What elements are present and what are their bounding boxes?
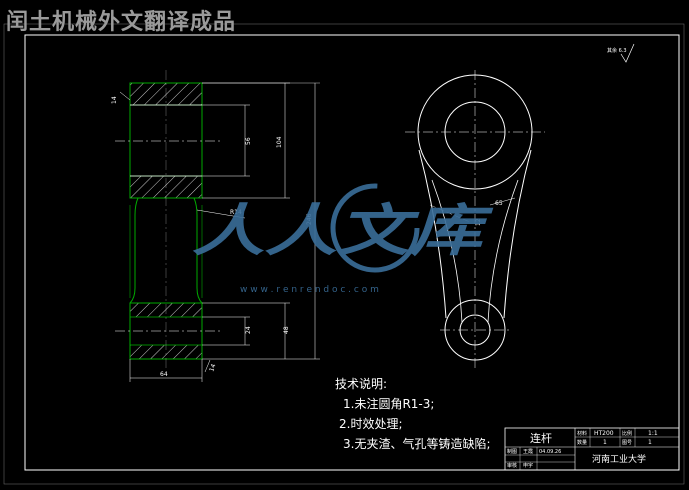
watermark: 人人文库 w w w . r e n r e n d o c . c o m — [192, 183, 494, 295]
drawing-date: 04.09.26 — [539, 449, 561, 455]
roughness-label: 其余 6.3 — [607, 47, 627, 54]
watermark-url: w w w . r e n r e n d o c . c o m — [240, 285, 379, 295]
section-view: 14 56 104 R14 246 24 48 64 14 — [111, 70, 320, 382]
dim-104: 104 — [276, 136, 283, 148]
note-item: 2.时效处理; — [339, 417, 403, 431]
school-name: 河南工业大学 — [592, 453, 646, 465]
dim-14-top: 14 — [111, 96, 118, 104]
material-value: HT200 — [594, 430, 614, 437]
designer-name: 王霞 — [523, 449, 533, 455]
checker-label: 审核 — [507, 462, 517, 469]
dim-r65: 65 — [495, 200, 503, 207]
checker-name: 申宇 — [523, 462, 533, 469]
drawing-frame — [24, 34, 680, 471]
dim-246: 246 — [306, 213, 313, 225]
qty-label: 数量 — [577, 439, 587, 446]
header-title: 闰土机械外文翻译成品 — [6, 10, 237, 35]
dim-r14: R14 — [230, 209, 242, 216]
note-item: 1.未注圆角R1-3; — [343, 397, 435, 411]
watermark-ring — [330, 183, 420, 273]
material-label: 材料 — [577, 430, 587, 437]
sheet-label: 图号 — [622, 440, 632, 446]
dim-48: 48 — [283, 326, 290, 334]
part-name: 连杆 — [530, 431, 552, 445]
dim-64: 64 — [160, 371, 168, 378]
scale-label: 比例 — [622, 430, 632, 437]
roughness-symbol: 其余 6.3 — [607, 43, 635, 63]
scale-value: 1:1 — [648, 430, 658, 437]
watermark-logo: 人人文库 — [192, 198, 494, 264]
dim-56: 56 — [245, 137, 252, 145]
qty-value: 1 — [603, 439, 607, 446]
title-block: 连杆 材料 HT200 比例 1:1 数量 1 图号 1 制图 王霞 04.09… — [504, 427, 680, 471]
note-item: 3.无夹渣、气孔等铸造缺陷; — [343, 437, 491, 451]
outer-border — [3, 23, 685, 485]
designer-label: 制图 — [507, 448, 517, 455]
sheet-value: 1 — [648, 439, 652, 446]
dim-24: 24 — [245, 326, 252, 334]
top-view: 12 65 — [405, 70, 545, 370]
technical-notes: 技术说明: 1.未注圆角R1-3; 2.时效处理; 3.无夹渣、气孔等铸造缺陷; — [335, 374, 491, 454]
dim-14-bottom: 14 — [208, 363, 217, 373]
dim-r12: 12 — [475, 218, 482, 226]
notes-title: 技术说明: — [335, 377, 388, 391]
